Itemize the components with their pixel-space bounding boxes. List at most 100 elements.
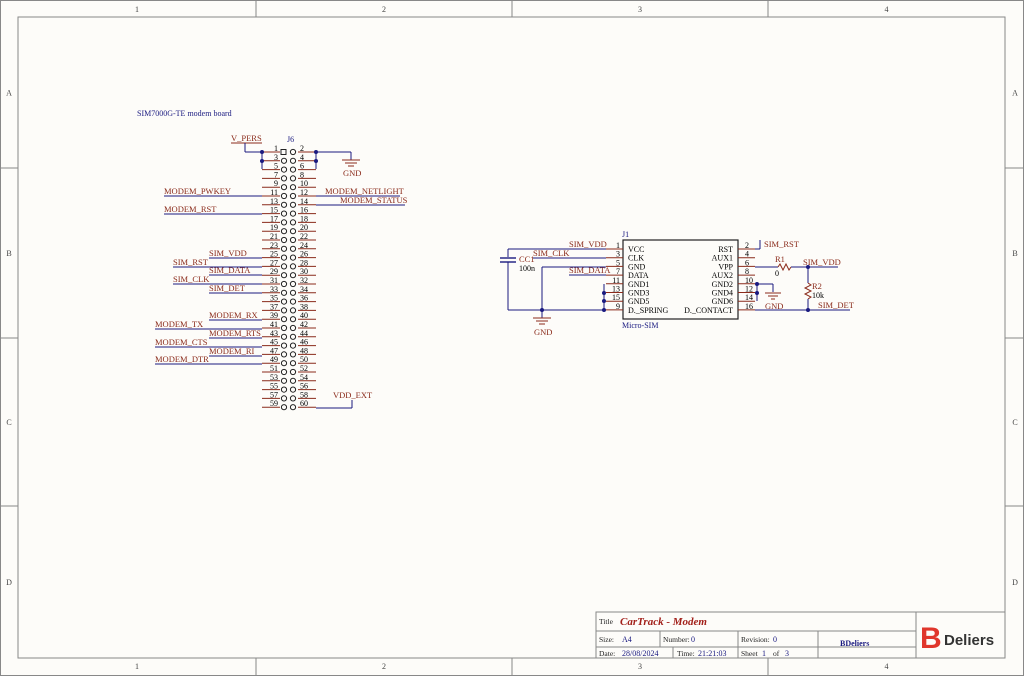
- net-modem-rx: MODEM_RX: [209, 310, 258, 320]
- pin-number: 2: [300, 144, 304, 153]
- pin-pad: [289, 298, 297, 305]
- pin-pad: [280, 360, 288, 367]
- r2-value: 10k: [812, 291, 824, 300]
- pin-pad: [280, 219, 288, 226]
- pin-name: VCC: [628, 245, 644, 254]
- pin-number: 51: [270, 364, 278, 373]
- revision-label: Revision:: [741, 635, 770, 644]
- pin-number: 16: [300, 206, 308, 215]
- junction: [314, 159, 318, 163]
- pin-number: 46: [300, 338, 308, 347]
- pin-pad: [289, 272, 297, 279]
- net-gnd-j1-left: GND: [534, 327, 552, 337]
- pin-number: 12: [300, 188, 308, 197]
- pin-pad: [289, 166, 297, 173]
- net-modem-pwkey: MODEM_PWKEY: [164, 186, 231, 196]
- net-modem-netlight: MODEM_NETLIGHT: [325, 186, 405, 196]
- pin-pad: [280, 184, 288, 191]
- board-title: SIM7000G-TE modem board: [137, 109, 232, 118]
- net-sim-det-j6: SIM_DET: [209, 283, 246, 293]
- junction: [260, 150, 264, 154]
- pin-number: 40: [300, 311, 308, 320]
- pin-name: AUX2: [712, 271, 733, 280]
- pin-name: GND6: [712, 297, 733, 306]
- pin-number: 4: [745, 250, 749, 259]
- cap-ref: CC1: [519, 254, 535, 264]
- frame-row-label: A: [1012, 89, 1018, 98]
- junction: [314, 150, 318, 154]
- pin-pad: [280, 272, 288, 279]
- pin-number: 57: [270, 390, 278, 399]
- junction: [755, 282, 759, 286]
- net-vdd-ext: VDD_EXT: [333, 390, 373, 400]
- pin-pad: [280, 280, 288, 288]
- net-v-pers: V_PERS: [231, 133, 262, 143]
- pin-number: 43: [270, 329, 278, 338]
- pin-number: 6: [300, 162, 304, 171]
- pin-number: 32: [300, 276, 308, 285]
- gnd-symbol: [533, 317, 551, 325]
- pin-number: 55: [270, 382, 278, 391]
- pin-number: 28: [300, 258, 308, 267]
- pin-pad: [289, 219, 297, 226]
- pin-number: 7: [616, 267, 620, 276]
- pin-number: 42: [300, 320, 308, 329]
- logo-letter: B: [920, 622, 942, 655]
- date-label: Date:: [599, 649, 615, 658]
- pin-number: 14: [745, 293, 753, 302]
- pin-number: 9: [274, 179, 278, 188]
- pin-pad: [289, 236, 297, 244]
- net-modem-ri: MODEM_RI: [209, 346, 255, 356]
- pin-name: GND4: [712, 289, 733, 298]
- net-gnd-j6: GND: [343, 168, 361, 178]
- pin-number: 50: [300, 355, 308, 364]
- pin-number: 14: [300, 197, 308, 206]
- pin-pad: [289, 324, 297, 332]
- pin-number: 8: [745, 267, 749, 276]
- pin-name: GND3: [628, 289, 649, 298]
- pin-number: 44: [300, 329, 308, 338]
- pin-pad: [289, 254, 297, 261]
- pin-pad: [289, 333, 297, 340]
- pin-number: 48: [300, 346, 308, 355]
- sheet-label: Sheet: [741, 649, 759, 658]
- pin-number: 5: [616, 258, 620, 267]
- pin-number: 34: [300, 285, 308, 294]
- bdeliers-logo: B Deliers: [920, 622, 994, 655]
- pin-number: 56: [300, 382, 308, 391]
- junction: [755, 291, 759, 295]
- pin-number: 38: [300, 302, 308, 311]
- pin-number: 45: [270, 338, 278, 347]
- pin-pad: [280, 289, 288, 296]
- pin-number: 7: [274, 170, 278, 179]
- frame-row-label: A: [6, 89, 12, 98]
- frame-row-label: D: [1012, 578, 1018, 587]
- net-modem-dtr: MODEM_DTR: [155, 354, 209, 364]
- frame-col-label: 2: [382, 5, 386, 14]
- pin-pad: [280, 324, 288, 332]
- pin-number: 20: [300, 223, 308, 232]
- pin-number: 11: [270, 188, 278, 197]
- frame-row-label: C: [1012, 418, 1017, 427]
- pin-name: AUX1: [712, 254, 733, 263]
- pin-name: GND5: [628, 297, 649, 306]
- net-gnd-j1-right: GND: [765, 301, 783, 311]
- frame-col-label: 1: [135, 662, 139, 671]
- pin-number: 10: [300, 179, 308, 188]
- pin-pad: [280, 263, 288, 270]
- pin-number: 13: [612, 285, 620, 294]
- pin-number: 11: [612, 276, 620, 285]
- pin-pad: [280, 166, 288, 173]
- frame-col-label: 3: [638, 5, 642, 14]
- pin-pad: [289, 228, 297, 235]
- net-modem-rts: MODEM_RTS: [209, 328, 261, 338]
- sheet-value: 1: [762, 649, 766, 658]
- frame-col-label: 2: [382, 662, 386, 671]
- net-sim-rst-j6: SIM_RST: [173, 257, 209, 267]
- pin-pad: [289, 395, 297, 402]
- cap-value: 100n: [519, 264, 535, 273]
- pin-pad: [280, 192, 288, 200]
- junction: [806, 308, 810, 312]
- pin-number: 16: [745, 302, 753, 311]
